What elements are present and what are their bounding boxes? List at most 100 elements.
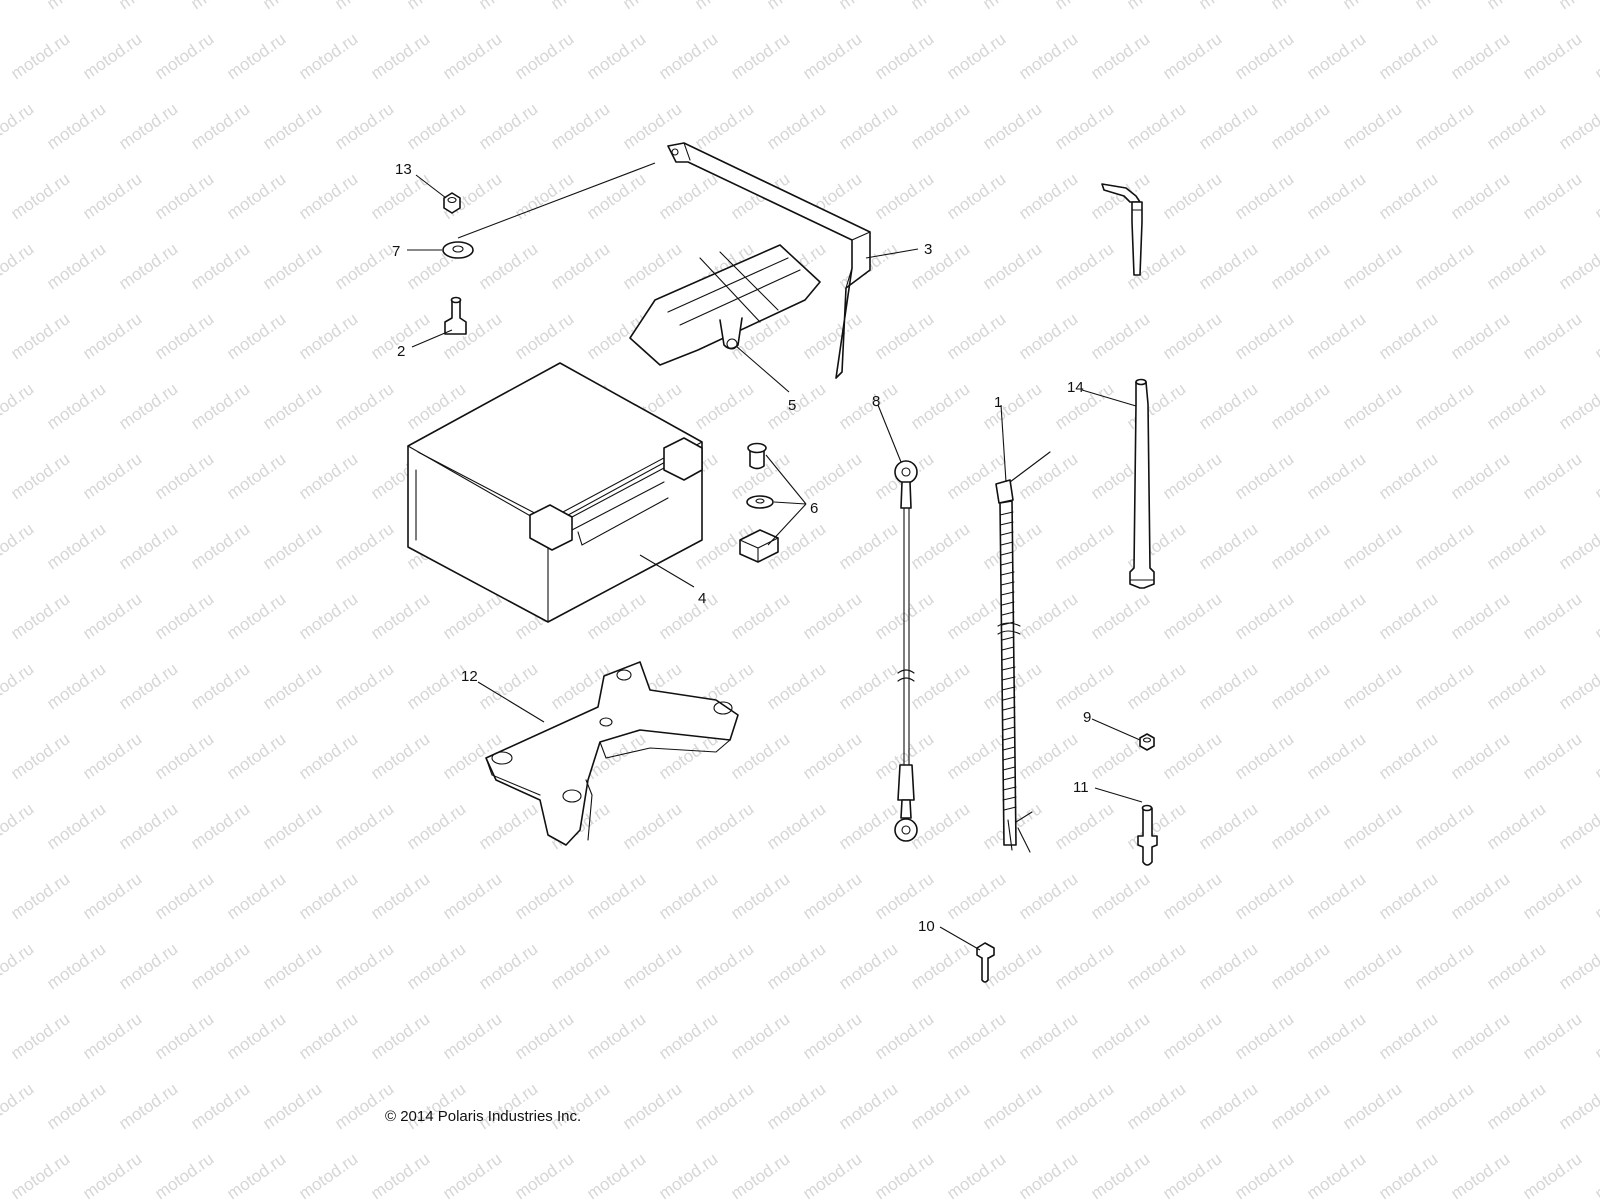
watermark-text: motod.ru: [1519, 1009, 1585, 1063]
watermark-text: motod.ru: [1303, 1149, 1369, 1200]
watermark-text: motod.ru: [151, 29, 217, 83]
leader-lines: [407, 162, 1143, 951]
watermark-text: motod.ru: [187, 519, 253, 573]
part-7-washer: [442, 241, 474, 259]
watermark-text: motod.ru: [1195, 99, 1261, 153]
watermark-text: motod.ru: [1231, 1149, 1297, 1200]
watermark-text: motod.ru: [1375, 449, 1441, 503]
watermark-text: motod.ru: [907, 239, 973, 293]
watermark-text: motod.ru: [619, 0, 685, 13]
watermark-text: motod.ru: [1231, 589, 1297, 643]
watermark-text: motod.ru: [835, 519, 901, 573]
watermark-text: motod.ru: [115, 0, 181, 13]
watermark-text: motod.ru: [259, 99, 325, 153]
watermark-text: motod.ru: [1087, 169, 1153, 223]
watermark-text: motod.ru: [475, 799, 541, 853]
watermark-text: motod.ru: [259, 799, 325, 853]
watermark-text: motod.ru: [1519, 169, 1585, 223]
part-3-bracket: [667, 142, 871, 379]
watermark-text: motod.ru: [1195, 239, 1261, 293]
watermark-text: motod.ru: [151, 449, 217, 503]
watermark-text: motod.ru: [799, 729, 865, 783]
watermark-text: motod.ru: [187, 379, 253, 433]
watermark-text: motod.ru: [1015, 869, 1081, 923]
callout-11: 11: [1073, 779, 1089, 796]
watermark-text: motod.ru: [583, 1009, 649, 1063]
watermark-text: motod.ru: [0, 659, 37, 713]
watermark-text: motod.ru: [367, 29, 433, 83]
watermark-text: motod.ru: [223, 589, 289, 643]
watermark-text: motod.ru: [835, 0, 901, 13]
watermark-text: motod.ru: [295, 169, 361, 223]
watermark-text: motod.ru: [0, 379, 37, 433]
watermark-text: motod.ru: [1159, 1009, 1225, 1063]
watermark-text: motod.ru: [187, 99, 253, 153]
watermark-text: motod.ru: [1051, 659, 1117, 713]
watermark-text: motod.ru: [799, 1149, 865, 1200]
watermark-text: motod.ru: [295, 29, 361, 83]
watermark-text: motod.ru: [1483, 379, 1549, 433]
watermark-text: motod.ru: [835, 99, 901, 153]
watermark-text: motod.ru: [475, 239, 541, 293]
watermark-text: motod.ru: [1411, 379, 1477, 433]
watermark-text: motod.ru: [1159, 309, 1225, 363]
watermark-text: motod.ru: [1267, 99, 1333, 153]
watermark-text: motod.ru: [1267, 659, 1333, 713]
watermark-text: motod.ru: [1231, 1009, 1297, 1063]
watermark-text: motod.ru: [907, 659, 973, 713]
watermark-text: motod.ru: [223, 1149, 289, 1200]
watermark-text: motod.ru: [1375, 309, 1441, 363]
watermark-text: motod.ru: [1195, 659, 1261, 713]
watermark-text: motod.ru: [1591, 869, 1600, 923]
watermark-text: motod.ru: [943, 589, 1009, 643]
watermark-text: motod.ru: [259, 379, 325, 433]
watermark-text: motod.ru: [655, 169, 721, 223]
watermark-text: motod.ru: [691, 799, 757, 853]
watermark-text: motod.ru: [1411, 239, 1477, 293]
watermark-text: motod.ru: [1591, 169, 1600, 223]
watermark-text: motod.ru: [223, 29, 289, 83]
watermark-text: motod.ru: [871, 29, 937, 83]
watermark-text: motod.ru: [187, 799, 253, 853]
watermark-text: motod.ru: [43, 659, 109, 713]
watermark-text: motod.ru: [439, 589, 505, 643]
watermark-text: motod.ru: [0, 309, 1, 363]
watermark-text: motod.ru: [1267, 799, 1333, 853]
watermark-text: motod.ru: [187, 659, 253, 713]
watermark-text: motod.ru: [871, 169, 937, 223]
watermark-text: motod.ru: [1051, 1079, 1117, 1133]
watermark-text: motod.ru: [1231, 309, 1297, 363]
watermark-text: motod.ru: [43, 1079, 109, 1133]
watermark-text: motod.ru: [1123, 1079, 1189, 1133]
watermark-text: motod.ru: [1087, 1009, 1153, 1063]
watermark-text: motod.ru: [1051, 939, 1117, 993]
watermark-text: motod.ru: [223, 449, 289, 503]
watermark-text: motod.ru: [475, 0, 541, 13]
watermark-text: motod.ru: [7, 589, 73, 643]
watermark-text: motod.ru: [511, 869, 577, 923]
watermark-text: motod.ru: [1267, 939, 1333, 993]
watermark-text: motod.ru: [1375, 1149, 1441, 1200]
watermark-text: motod.ru: [1555, 0, 1600, 13]
watermark-text: motod.ru: [1267, 1079, 1333, 1133]
watermark-text: motod.ru: [1447, 869, 1513, 923]
part-6-hardware: [739, 442, 779, 563]
watermark-text: motod.ru: [115, 659, 181, 713]
watermark-text: motod.ru: [871, 1149, 937, 1200]
watermark-text: motod.ru: [943, 29, 1009, 83]
watermark-text: motod.ru: [1519, 1149, 1585, 1200]
watermark-text: motod.ru: [691, 0, 757, 13]
watermark-text: motod.ru: [1231, 29, 1297, 83]
callout-9: 9: [1083, 709, 1091, 726]
callout-4: 4: [698, 590, 706, 607]
callout-7: 7: [392, 243, 400, 260]
callout-14: 14: [1067, 379, 1084, 396]
watermark-text: motod.ru: [259, 239, 325, 293]
watermark-text: motod.ru: [1087, 1149, 1153, 1200]
watermark-text: motod.ru: [1555, 379, 1600, 433]
watermark-text: motod.ru: [1159, 729, 1225, 783]
watermark-text: motod.ru: [1123, 99, 1189, 153]
watermark-text: motod.ru: [1375, 729, 1441, 783]
watermark-text: motod.ru: [79, 1009, 145, 1063]
